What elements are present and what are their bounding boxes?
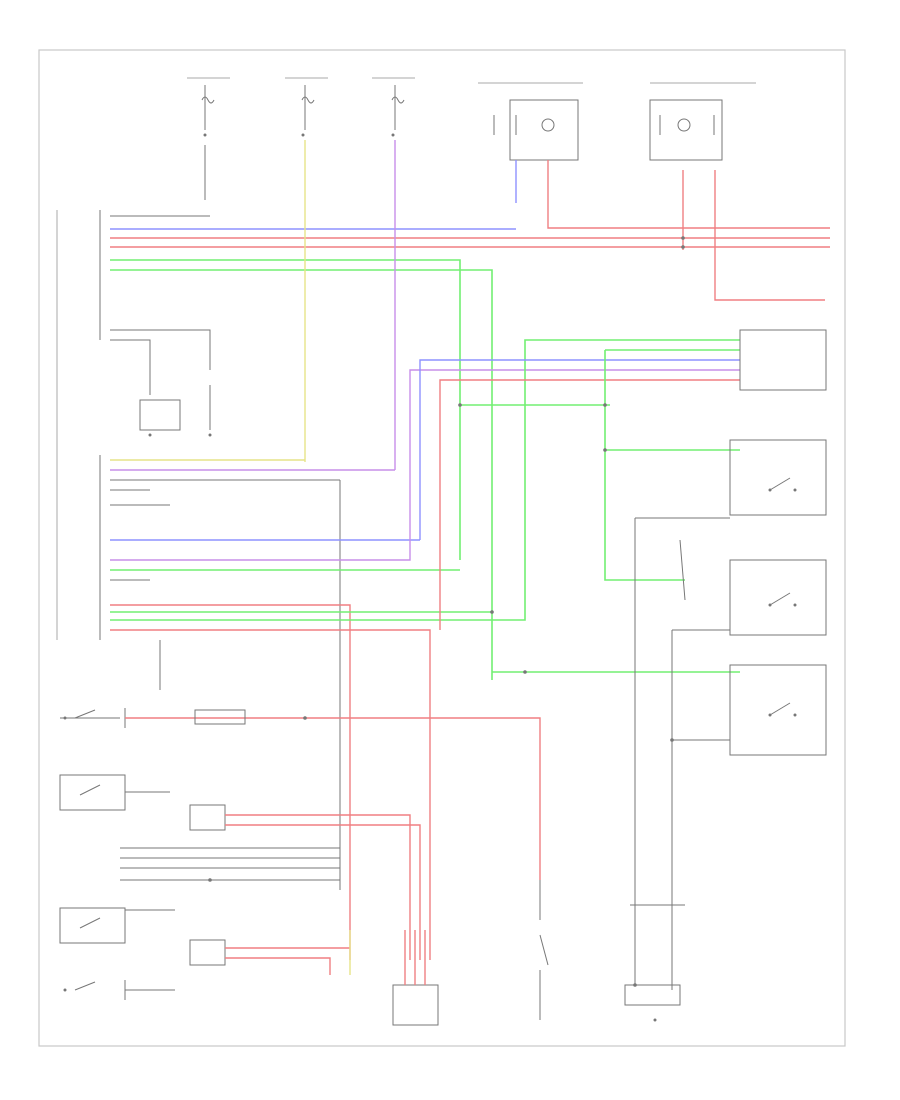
fuse-middle-icon: [301, 85, 315, 137]
diagram-frame: [38, 49, 846, 1047]
diode-icon: [679, 539, 686, 601]
courtesy-switch: [729, 559, 827, 636]
right-rear-relay: [739, 329, 827, 391]
right-rear-switch-left: [59, 907, 175, 944]
left-door-actuator: [478, 82, 583, 161]
wire-left-actuator-red: [547, 160, 830, 229]
right-splice: [189, 939, 350, 975]
trunk-switch: [539, 880, 549, 1020]
fuse-left-icon: [201, 85, 215, 137]
lower-connector-wires: [110, 339, 740, 960]
wire-right-actuator-red-b: [714, 170, 825, 301]
right-door-actuator: [649, 82, 756, 161]
right-front-door-switch: [729, 439, 827, 516]
wire-red-right: [439, 379, 740, 630]
left-connector-stack: [120, 847, 340, 881]
wire-green-1: [110, 259, 461, 560]
wire-blue-right: [419, 359, 740, 540]
right-front-switch-left: [63, 980, 175, 1000]
left-splice: [189, 804, 421, 960]
wire-green-drop: [604, 350, 685, 581]
left-rear-switch: [59, 774, 170, 811]
wire-green-2: [110, 269, 493, 680]
bottom-control-module: [349, 930, 439, 1026]
left-front-switch: [60, 708, 541, 880]
keyless-control-unit: [56, 210, 101, 640]
bottom-right-module: [624, 904, 685, 1022]
junction-dots: [208, 236, 685, 987]
top-sources: [187, 77, 415, 200]
junction-block: [194, 709, 246, 725]
unit-internal-switch: [110, 329, 212, 437]
left-front-door-switch: [729, 664, 827, 756]
fuse-right-icon: [391, 85, 405, 137]
